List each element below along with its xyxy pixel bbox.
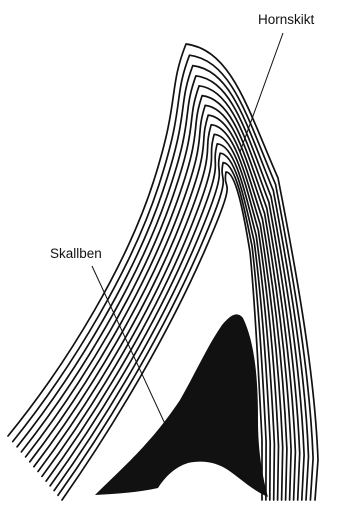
leader-line-hornskikt: [240, 33, 283, 152]
skull-bone-core: [95, 314, 268, 497]
leader-line-skallben: [92, 266, 166, 426]
label-skallben: Skallben: [50, 246, 102, 261]
label-hornskikt: Hornskikt: [258, 12, 315, 27]
